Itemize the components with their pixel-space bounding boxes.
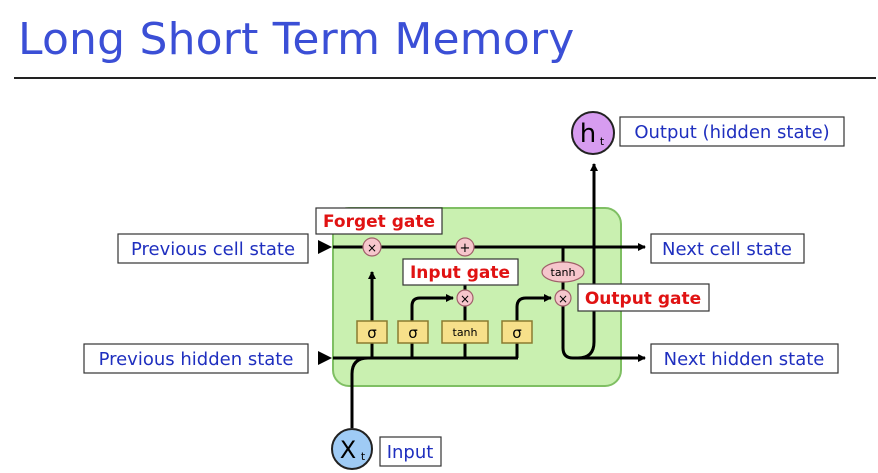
forget-sigma-layer: σ [356,320,388,344]
output-sigma-path [515,294,552,358]
prev-cell-label: Previous cell state [117,233,309,264]
input-multiply-op: × [456,289,474,307]
output-label: Output (hidden state) [619,116,845,147]
input-node: X t [331,428,373,470]
svg-text:+: + [460,241,471,256]
svg-text:Previous cell state: Previous cell state [131,239,295,260]
svg-text:Forget gate: Forget gate [323,212,435,232]
prev-hidden-arrowhead [318,351,332,365]
svg-text:h: h [580,119,596,149]
cell-tanh-op: tanh [541,261,585,283]
output-multiply-op: × [554,289,572,307]
layer-label: σ [408,324,418,342]
title-divider [14,77,876,79]
output-gate-label: Output gate [577,283,710,312]
svg-text:×: × [558,292,568,306]
svg-text:X: X [340,436,356,464]
svg-text:Next hidden state: Next hidden state [664,349,825,370]
input-gate-label: Input gate [402,258,519,286]
layer-label: tanh [453,326,478,339]
svg-text:Input: Input [387,442,434,463]
next-hidden-path [561,306,646,362]
input-line [350,356,369,428]
hidden-output-node: h t [571,111,615,155]
svg-text:tanh: tanh [551,266,576,279]
output-sigma-layer: σ [501,320,533,344]
input-sigma-path [410,294,454,358]
input-sigma-layer: σ [397,320,429,344]
svg-text:×: × [367,241,377,255]
input-tanh-layer: tanh [441,320,489,344]
cell-add-op: + [455,237,475,257]
next-hidden-label: Next hidden state [650,343,839,374]
layer-label: σ [367,324,377,342]
output-up-path [577,163,598,360]
svg-text:Output gate: Output gate [585,289,701,309]
forget-multiply-op: × [362,237,382,257]
slide-title: Long Short Term Memory [18,14,575,65]
svg-text:t: t [361,450,366,463]
prev-cell-arrowhead [318,240,332,254]
next-cell-label: Next cell state [650,233,805,264]
svg-text:Next cell state: Next cell state [662,239,792,260]
prev-hidden-label: Previous hidden state [83,343,309,374]
svg-text:Previous hidden state: Previous hidden state [99,349,294,370]
svg-text:t: t [600,135,605,148]
input-label: Input [379,436,442,467]
svg-text:Input gate: Input gate [410,263,510,283]
svg-text:Output (hidden state): Output (hidden state) [634,122,829,143]
svg-text:×: × [460,292,470,306]
forget-gate-label: Forget gate [315,207,443,235]
layer-label: σ [512,324,522,342]
